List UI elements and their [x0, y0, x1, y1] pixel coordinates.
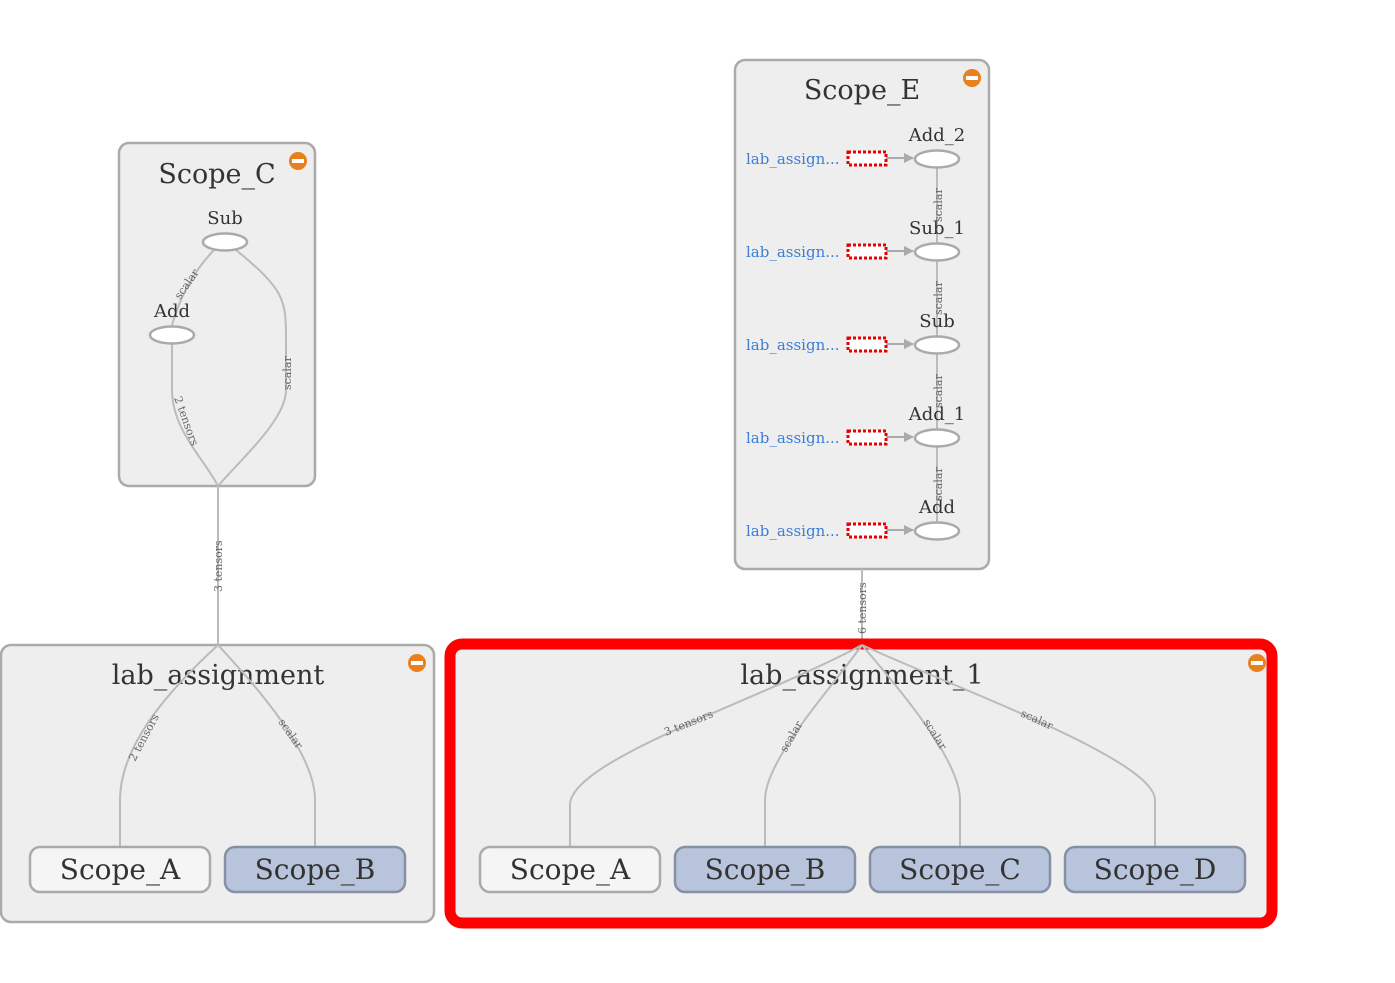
scope-node-d[interactable]: [1063, 845, 1247, 894]
ref-edge-icon: [846, 243, 888, 260]
ref-edge-icon: [846, 150, 888, 167]
edge-sub-out: [217, 249, 287, 487]
edge-label: scalar: [932, 467, 945, 501]
scope-node-b[interactable]: [223, 845, 407, 894]
collapse-icon[interactable]: [1248, 654, 1266, 672]
edge-lab-to-scope-a: [119, 644, 219, 847]
node-label: Add_1: [908, 404, 966, 425]
node-label: Sub: [919, 311, 954, 332]
node-sub-label: Sub: [207, 208, 242, 229]
edge-label: scalar: [932, 188, 945, 222]
collapse-icon[interactable]: [408, 654, 426, 672]
input-ref-link[interactable]: lab_assign...: [746, 522, 840, 540]
scope-node-label: Scope_A: [60, 853, 181, 886]
input-ref-link[interactable]: lab_assign...: [746, 429, 840, 447]
scope-node-label: Scope_B: [705, 853, 826, 886]
scope-node-label: Scope_D: [1094, 853, 1217, 886]
edge-label: 3 tensors: [212, 540, 225, 592]
op-node-add[interactable]: [913, 521, 961, 541]
collapse-icon[interactable]: [289, 152, 307, 170]
collapse-icon[interactable]: [963, 69, 981, 87]
node-add-label: Add: [153, 301, 190, 322]
scope-node-b[interactable]: [673, 845, 857, 894]
scope-c-group[interactable]: Scope_C scalar scalar 2 tensors Sub Add: [117, 141, 317, 488]
scope-c-title: Scope_C: [158, 159, 275, 190]
scope-node-c[interactable]: [868, 845, 1052, 894]
edge-label: scalar: [932, 281, 945, 315]
scope-node-a[interactable]: [28, 845, 212, 894]
input-ref-link[interactable]: lab_assign...: [746, 150, 840, 168]
edge-label: scalar: [932, 374, 945, 408]
lab-assignment-group[interactable]: lab_assignment 2 tensors scalar Scope_A …: [0, 643, 436, 924]
op-node-sub-1[interactable]: [913, 242, 961, 262]
edge-lab1-to-scope-a: [569, 644, 863, 847]
scope-e-title: Scope_E: [804, 75, 920, 106]
ref-edge-icon: [846, 429, 888, 446]
edge-sub-add: [171, 249, 215, 326]
scope-node-label: Scope_C: [899, 853, 1021, 886]
op-node-add-1[interactable]: [913, 428, 961, 448]
op-node-sub[interactable]: [201, 232, 249, 252]
lab-assignment-title: lab_assignment: [112, 660, 325, 691]
selection-highlight: [444, 638, 1278, 929]
node-label: Add_2: [908, 125, 966, 146]
edge-lab1-to-scope-c: [861, 644, 961, 847]
op-node-sub[interactable]: [913, 335, 961, 355]
lab-assignment-1-title: lab_assignment_1: [740, 660, 983, 691]
scope-node-label: Scope_B: [255, 853, 376, 886]
edge-add-out: [171, 343, 219, 487]
edge-lab1-to-scope-b: [764, 644, 863, 847]
ref-edge-icon: [846, 522, 888, 539]
input-ref-link[interactable]: lab_assign...: [746, 243, 840, 261]
op-node-add[interactable]: [148, 325, 196, 345]
edge-label: 6 tensors: [856, 582, 869, 634]
scope-node-label: Scope_A: [510, 853, 631, 886]
edge-lab1-to-scope-d: [861, 644, 1156, 847]
op-node-add-2[interactable]: [913, 149, 961, 169]
scope-node-a[interactable]: [478, 845, 662, 894]
scope-e-group[interactable]: Scope_E scalar scalar scalar scalar lab_…: [733, 58, 991, 571]
ref-edge-icon: [846, 336, 888, 353]
input-ref-link[interactable]: lab_assign...: [746, 336, 840, 354]
lab-assignment-1-group[interactable]: lab_assignment_1 3 tensors scalar scalar…: [444, 638, 1278, 929]
node-label: Sub_1: [909, 218, 965, 239]
edge-label: scalar: [281, 356, 294, 390]
node-label: Add: [918, 497, 955, 518]
edge-lab-to-scope-b: [217, 644, 316, 847]
